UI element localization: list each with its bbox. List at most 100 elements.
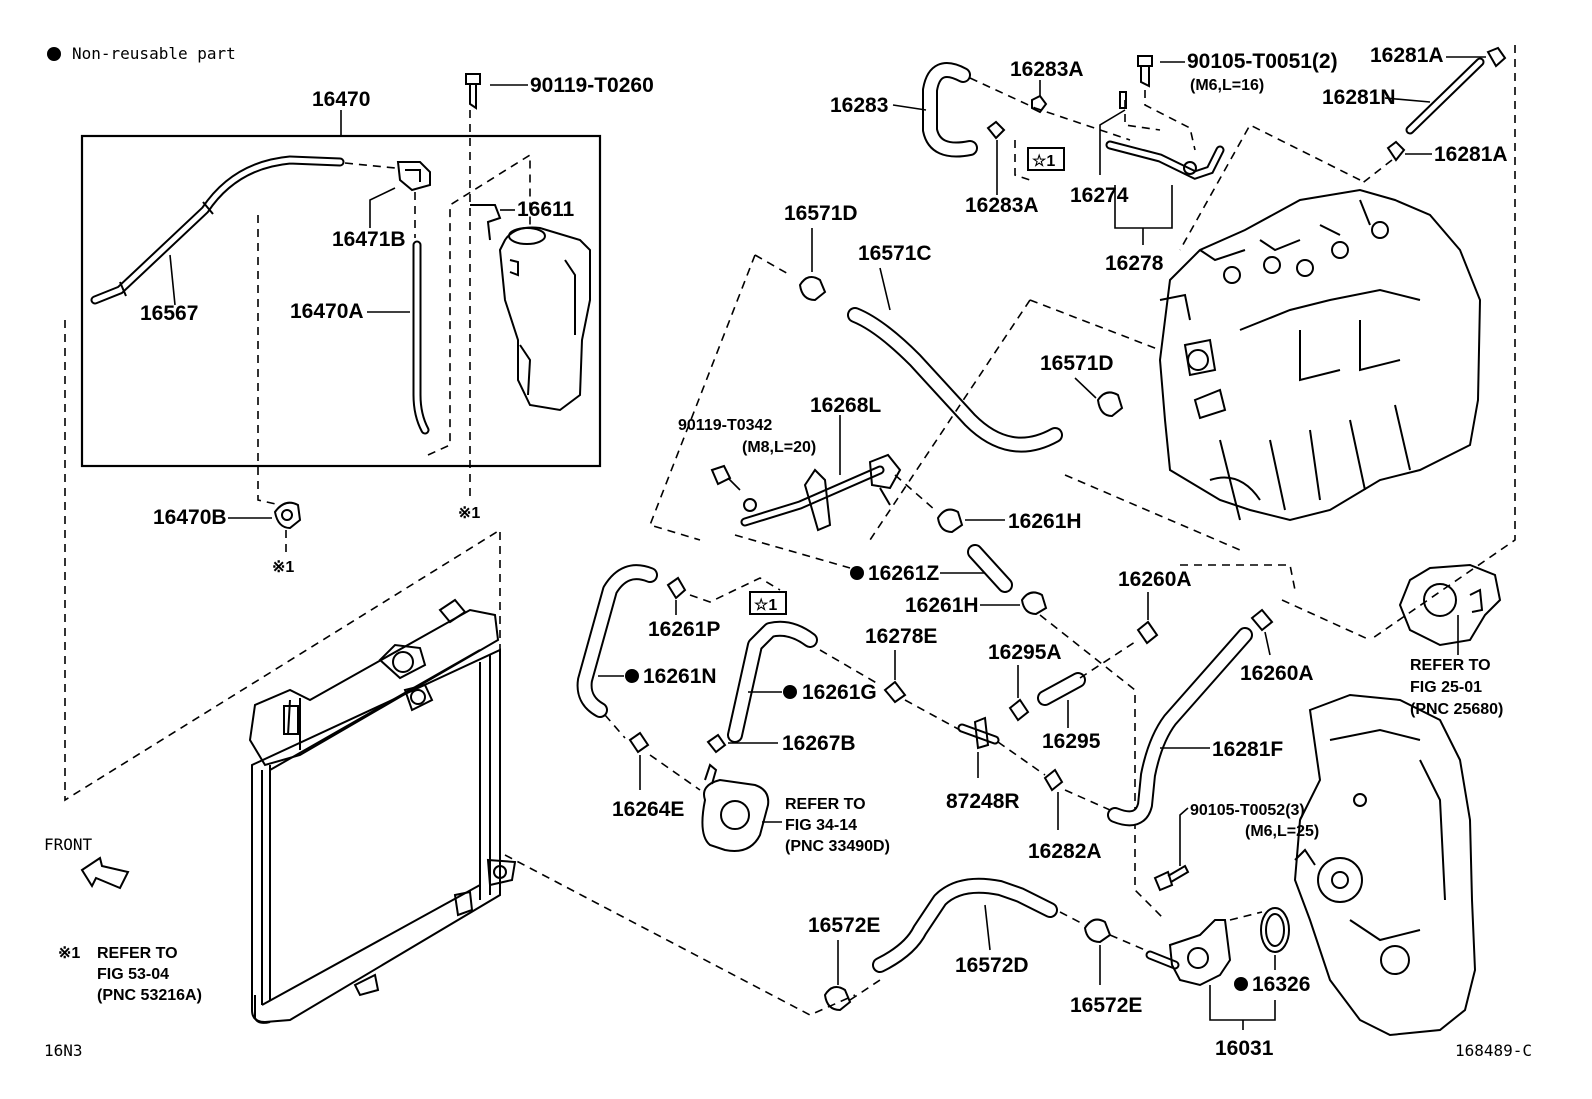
overflow-hose-16567 xyxy=(90,155,345,305)
callout-16572E-left[interactable]: 16572E xyxy=(808,914,880,937)
clamp-16264E xyxy=(628,731,650,754)
callout-87248R[interactable]: 87248R xyxy=(946,790,1020,813)
non-reusable-dot-16326 xyxy=(1234,977,1248,991)
clamp-16261H-top xyxy=(936,508,964,534)
clamp-16260A-top xyxy=(1136,620,1159,645)
clamp-16571D-top xyxy=(798,275,827,302)
ref-fig34-line3[interactable]: (PNC 33490D) xyxy=(785,838,890,855)
footnote-line3: (PNC 53216A) xyxy=(97,987,202,1004)
callout-16572E-right[interactable]: 16572E xyxy=(1070,994,1142,1017)
callout-16261H-bottom[interactable]: 16261H xyxy=(905,594,979,617)
callout-16567[interactable]: 16567 xyxy=(140,302,198,325)
callout-16261Z[interactable]: 16261Z xyxy=(868,562,939,585)
callout-16281A-top[interactable]: 16281A xyxy=(1370,44,1444,67)
callout-16261G[interactable]: 16261G xyxy=(802,681,877,704)
callout-90105-T0052[interactable]: 90105-T0052(3) xyxy=(1190,802,1305,819)
callout-16261P[interactable]: 16261P xyxy=(648,618,720,641)
hose-16295 xyxy=(1037,672,1086,706)
callout-16571D-top[interactable]: 16571D xyxy=(784,202,858,225)
hose-16283 xyxy=(922,62,978,158)
callout-16470A[interactable]: 16470A xyxy=(290,300,364,323)
callout-16281A-mid[interactable]: 16281A xyxy=(1434,143,1508,166)
clamp-16571D-mid xyxy=(1096,391,1124,418)
callout-16283A-bottom[interactable]: 16283A xyxy=(965,194,1039,217)
callout-16283[interactable]: 16283 xyxy=(830,94,888,117)
callout-16264E[interactable]: 16264E xyxy=(612,798,684,821)
footnote-mark: ※1 xyxy=(58,945,80,962)
radiator xyxy=(248,598,517,1024)
callout-90105-T0051-spec: (M6,L=16) xyxy=(1190,77,1264,94)
footnote-mark-a[interactable]: ※1 xyxy=(458,505,480,522)
hose-16261G xyxy=(727,620,818,743)
hose-16572D xyxy=(872,877,1058,973)
callout-16611[interactable]: 16611 xyxy=(517,198,575,221)
callout-16295A[interactable]: 16295A xyxy=(988,641,1062,664)
front-arrow-icon xyxy=(80,856,130,890)
callout-16274[interactable]: 16274 xyxy=(1070,184,1129,207)
bolt-90119-T0342 xyxy=(710,464,732,486)
oil-cooler xyxy=(701,763,770,852)
star-marker-b[interactable]: ☆1 xyxy=(754,597,777,614)
callout-16571D-mid[interactable]: 16571D xyxy=(1040,352,1114,375)
engine-block xyxy=(1158,188,1482,522)
cap-16471B xyxy=(396,161,431,192)
gasket-16326 xyxy=(1260,907,1290,953)
star-marker-a[interactable]: ☆1 xyxy=(1032,153,1055,170)
clamp-16281A-top xyxy=(1486,46,1507,68)
callout-16283A-top[interactable]: 16283A xyxy=(1010,58,1084,81)
clamp-16260A-bottom xyxy=(1250,608,1274,632)
callout-16261N[interactable]: 16261N xyxy=(643,665,717,688)
callout-90105-T0051[interactable]: 90105-T0051(2) xyxy=(1187,50,1338,73)
bolt-90105-T0052 xyxy=(1153,864,1190,892)
ref-fig25-line2[interactable]: FIG 25-01 xyxy=(1410,679,1482,696)
non-reusable-dot-16261Z xyxy=(850,566,864,580)
bolt-90119-T0260 xyxy=(465,73,481,110)
clamp-16572E-right xyxy=(1083,918,1112,944)
callout-90105-T0052-spec: (M6,L=25) xyxy=(1245,823,1319,840)
callout-90119-T0342[interactable]: 90119-T0342 xyxy=(678,417,772,434)
clamp-16267B xyxy=(706,733,727,754)
clamp-16261P xyxy=(666,576,687,600)
callout-16278[interactable]: 16278 xyxy=(1105,252,1164,275)
ref-fig34-line1[interactable]: REFER TO xyxy=(785,796,866,813)
star-box-b xyxy=(749,591,787,615)
callout-16281N[interactable]: 16281N xyxy=(1322,86,1396,109)
callout-16471B[interactable]: 16471B xyxy=(332,228,406,251)
clamp-16572E-left xyxy=(823,985,852,1012)
callout-16278E[interactable]: 16278E xyxy=(865,625,937,648)
callout-16470[interactable]: 16470 xyxy=(312,88,370,111)
callout-16261H-top[interactable]: 16261H xyxy=(1008,510,1082,533)
callout-16260A-top[interactable]: 16260A xyxy=(1118,568,1192,591)
hose-16281N xyxy=(1405,57,1485,135)
callout-16572D[interactable]: 16572D xyxy=(955,954,1029,977)
hose-16261N xyxy=(576,564,658,718)
callout-16267B[interactable]: 16267B xyxy=(782,732,856,755)
front-label: FRONT xyxy=(44,835,93,854)
non-reusable-dot-16261G xyxy=(783,685,797,699)
hose-16281F xyxy=(1107,627,1253,827)
callout-16268L[interactable]: 16268L xyxy=(810,394,881,417)
non-reusable-dot-16261N xyxy=(625,669,639,683)
callout-16260A-bottom[interactable]: 16260A xyxy=(1240,662,1314,685)
clamp-16261H-bottom xyxy=(1020,591,1048,616)
ref-fig25-line1[interactable]: REFER TO xyxy=(1410,657,1491,674)
ref-fig34-line2[interactable]: FIG 34-14 xyxy=(785,817,857,834)
clamp-16282A xyxy=(1043,768,1064,792)
thermostat-housing xyxy=(1145,919,1232,987)
callout-16282A[interactable]: 16282A xyxy=(1028,840,1102,863)
footnote-mark-b[interactable]: ※1 xyxy=(272,559,294,576)
code-right: 168489-C xyxy=(1455,1041,1532,1060)
bolt-90105-T0051 xyxy=(1137,55,1153,88)
callout-16470B[interactable]: 16470B xyxy=(153,506,227,529)
timing-chain-cover xyxy=(1293,693,1477,1037)
water-pump xyxy=(1398,563,1502,647)
star-box-a xyxy=(1027,147,1065,171)
callout-16281F[interactable]: 16281F xyxy=(1212,738,1283,761)
callout-16295[interactable]: 16295 xyxy=(1042,730,1101,753)
callout-90119-T0260[interactable]: 90119-T0260 xyxy=(530,74,654,97)
callout-16031[interactable]: 16031 xyxy=(1215,1037,1274,1060)
callout-16571C[interactable]: 16571C xyxy=(858,242,932,265)
callout-16326[interactable]: 16326 xyxy=(1252,973,1310,996)
joint-87248R xyxy=(957,716,1000,750)
ref-fig25-line3[interactable]: (PNC 25680) xyxy=(1410,701,1503,718)
